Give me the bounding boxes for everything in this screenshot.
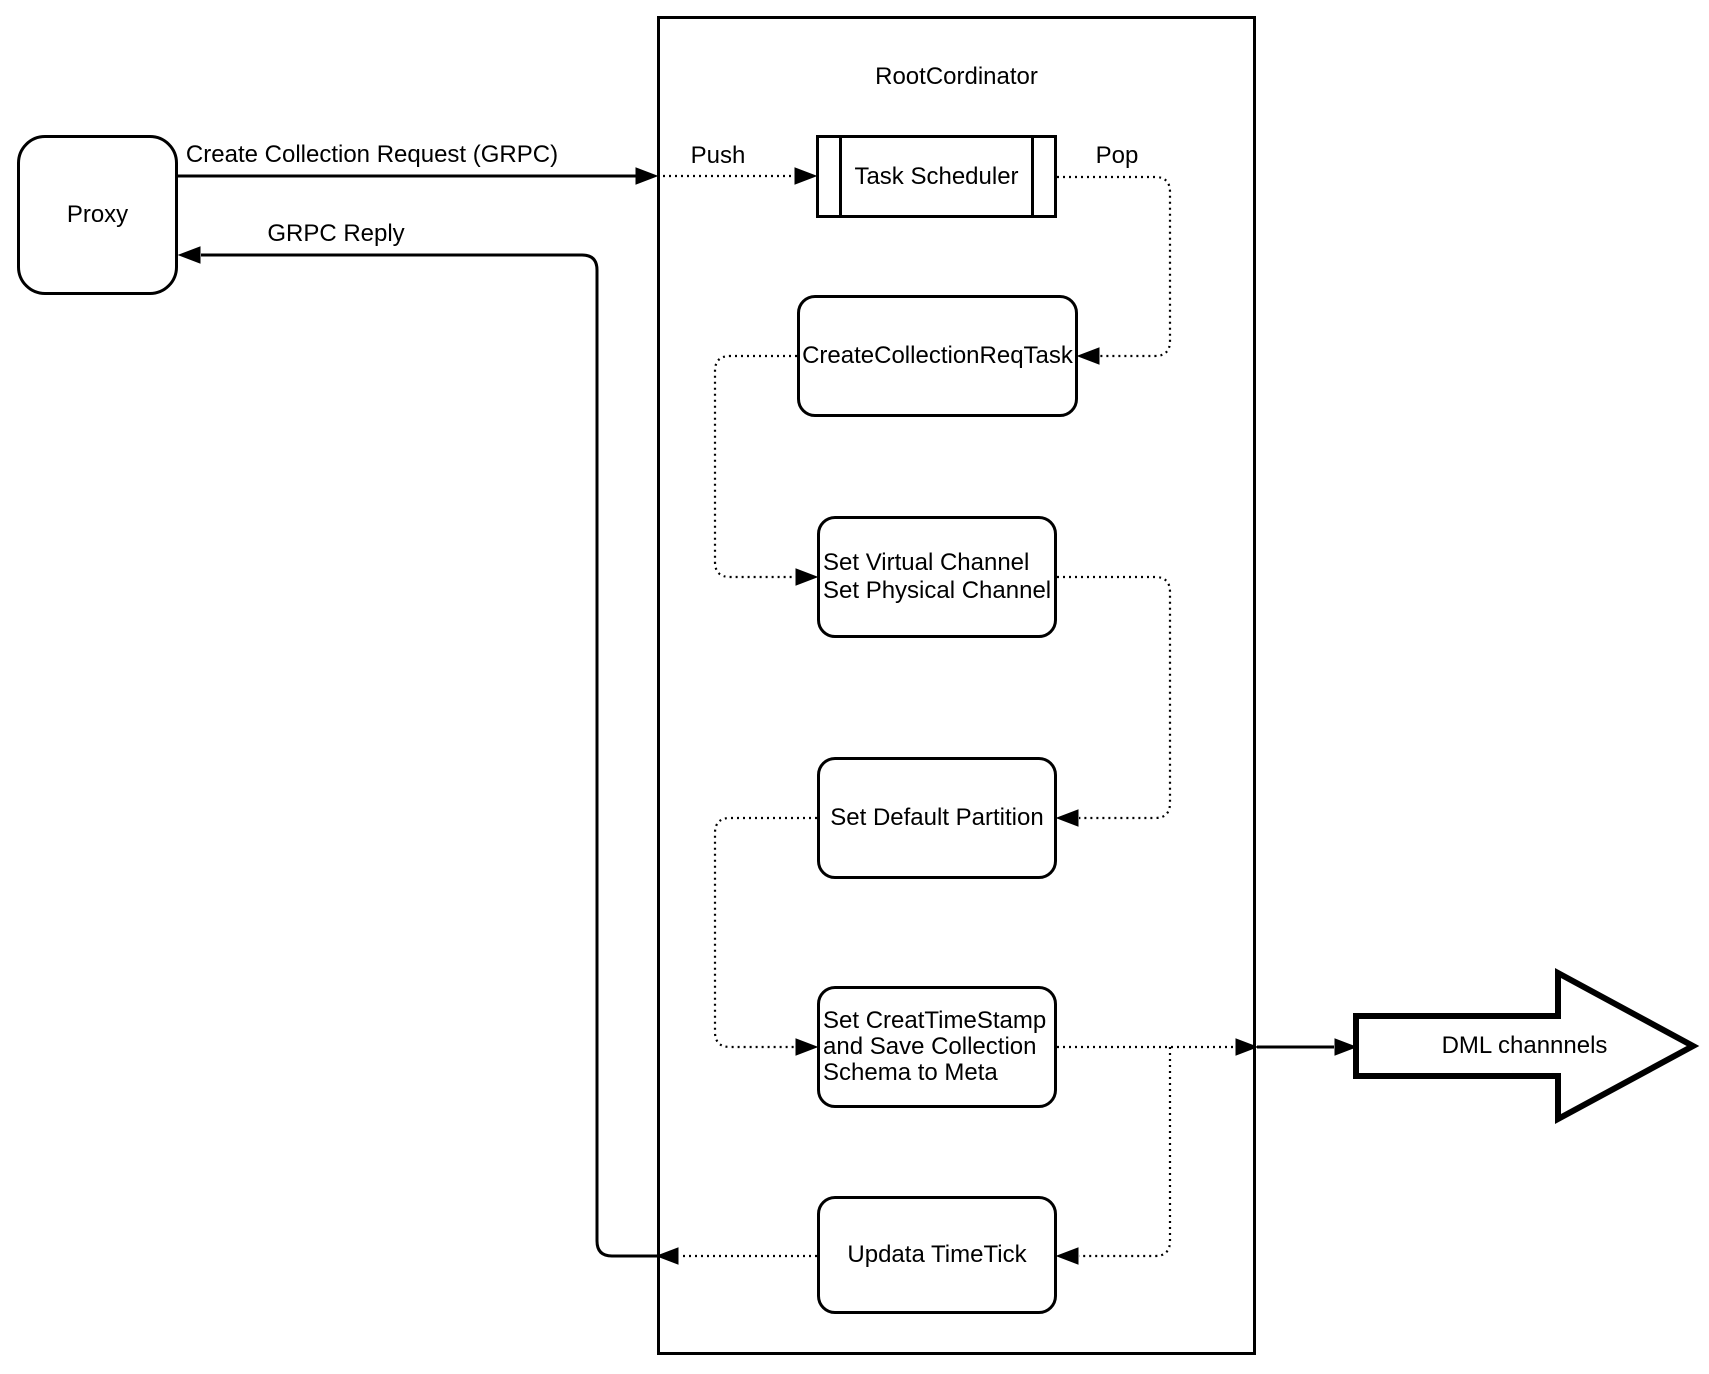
edge-update-timetick-to-edge	[655, 1247, 817, 1265]
edge-pop	[1057, 175, 1172, 365]
set-creat-timestamp-line1: Set CreatTimeStamp	[823, 1007, 1047, 1034]
dml-channels-label: DML channnels	[1441, 1032, 1608, 1059]
edge-virtual-channel-to-default-partition	[1055, 575, 1172, 827]
root-coordinator-title: RootCordinator	[875, 63, 1038, 90]
dml-channels-arrow	[1353, 967, 1700, 1125]
task-scheduler-left-bar	[839, 138, 842, 215]
edge-timestamp-to-update-timetick	[1055, 1047, 1172, 1265]
grpc-reply-label: GRPC Reply	[263, 220, 409, 248]
task-scheduler-right-bar	[1031, 138, 1034, 215]
updata-timetick-label: Updata TimeTick	[847, 1241, 1027, 1268]
set-default-partition-node: Set Default Partition	[817, 757, 1057, 879]
edge-timestamp-to-edge	[1057, 1038, 1259, 1056]
create-collection-req-task-label: CreateCollectionReqTask	[802, 342, 1073, 369]
pop-label: Pop	[1091, 142, 1143, 170]
root-coordinator-container: RootCordinator	[657, 16, 1256, 1355]
set-default-partition-label: Set Default Partition	[830, 804, 1044, 831]
updata-timetick-node: Updata TimeTick	[817, 1196, 1057, 1314]
set-virtual-channel-line2: Set Physical Channel	[823, 577, 1052, 604]
set-virtual-channel-node: Set Virtual Channel Set Physical Channel	[817, 516, 1057, 638]
task-scheduler-label: Task Scheduler	[854, 162, 1019, 190]
task-scheduler-node: Task Scheduler	[816, 135, 1057, 218]
edge-grpc-reply	[177, 246, 657, 1258]
proxy-label: Proxy	[66, 201, 129, 228]
edge-push	[657, 167, 818, 185]
edge-reqtask-to-virtual-channel	[713, 354, 819, 586]
set-creat-timestamp-node: Set CreatTimeStamp and Save Collection S…	[817, 986, 1057, 1108]
push-label: Push	[686, 142, 750, 170]
edge-create-collection-request	[178, 167, 659, 185]
set-creat-timestamp-line2: and Save Collection	[823, 1033, 1037, 1060]
create-collection-req-task-node: CreateCollectionReqTask	[797, 295, 1078, 417]
edge-to-dml-channels	[1257, 1038, 1358, 1056]
create-collection-request-label: Create Collection Request (GRPC)	[181, 141, 563, 169]
set-virtual-channel-line1: Set Virtual Channel	[823, 549, 1030, 576]
set-creat-timestamp-line3: Schema to Meta	[823, 1059, 998, 1086]
edge-default-partition-to-timestamp	[713, 816, 819, 1056]
proxy-node: Proxy	[17, 135, 178, 295]
